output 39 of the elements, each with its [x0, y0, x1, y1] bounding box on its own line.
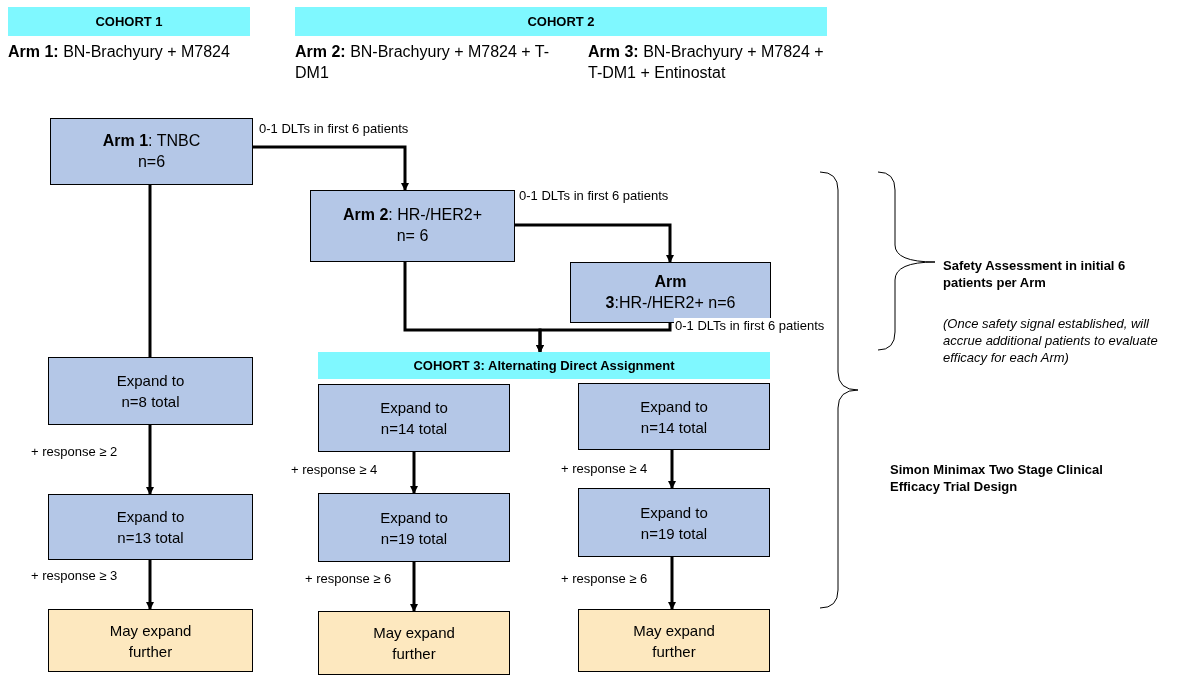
arrow — [668, 557, 676, 610]
outcome-box: May expand further — [318, 611, 510, 675]
edge-label: + response ≥ 3 — [30, 568, 119, 583]
edge-label: 0-1 DLTs in first 6 patients — [258, 121, 410, 136]
outcome-box: May expand further — [578, 609, 770, 672]
arrow — [410, 562, 418, 612]
outcome-box: May expand further — [48, 609, 253, 672]
treatment-label: Arm 2: BN-Brachyury + M7824 + T-DM1 — [295, 42, 551, 83]
arrow — [146, 425, 154, 495]
cohort-banner: COHORT 1 — [8, 7, 250, 36]
edge-label: 0-1 DLTs in first 6 patients — [518, 188, 670, 203]
expand-box: Expand to n=14 total — [578, 383, 770, 450]
treatment-label: Arm 3: BN-Brachyury + M7824 + T-DM1 + Entinostat — [588, 42, 825, 83]
arrow — [253, 145, 409, 191]
expand-box: Expand to n=14 total — [318, 384, 510, 452]
arrow — [410, 452, 418, 494]
edge-label: + response ≥ 4 — [290, 462, 379, 477]
edge-label: + response ≥ 4 — [560, 461, 649, 476]
treatment-label: Arm 1: BN-Brachyury + M7824 — [8, 42, 231, 62]
edge-label: + response ≥ 6 — [304, 571, 393, 586]
connector-line — [148, 185, 152, 357]
edge-label: 0-1 DLTs in first 6 patients — [674, 318, 826, 333]
edge-label: + response ≥ 6 — [560, 571, 649, 586]
note-text: (Once safety signal established, will accrue additional patients to evaluate efficacy for each Arm) — [943, 316, 1159, 367]
expand-box: Expand to n=19 total — [578, 488, 770, 557]
expand-box: Expand to n=13 total — [48, 494, 253, 560]
annotation-text: Simon Minimax Two Stage Clinical Efficacy Trial Design — [890, 462, 1104, 496]
edge-label: + response ≥ 2 — [30, 444, 119, 459]
arrow — [515, 223, 674, 263]
cohort-banner: COHORT 2 — [295, 7, 827, 36]
cohort-banner: COHORT 3: Alternating Direct Assignment — [318, 352, 770, 379]
arrow — [146, 560, 154, 610]
arm-box: Arm 2: HR-/HER2+ n= 6 — [310, 190, 515, 262]
arrow — [668, 450, 676, 489]
expand-box: Expand to n=8 total — [48, 357, 253, 425]
expand-box: Expand to n=19 total — [318, 493, 510, 562]
arrow — [536, 323, 672, 353]
arm-box: Arm 1: TNBC n=6 — [50, 118, 253, 185]
annotation-text: Safety Assessment in initial 6 patients per Arm — [943, 258, 1127, 292]
